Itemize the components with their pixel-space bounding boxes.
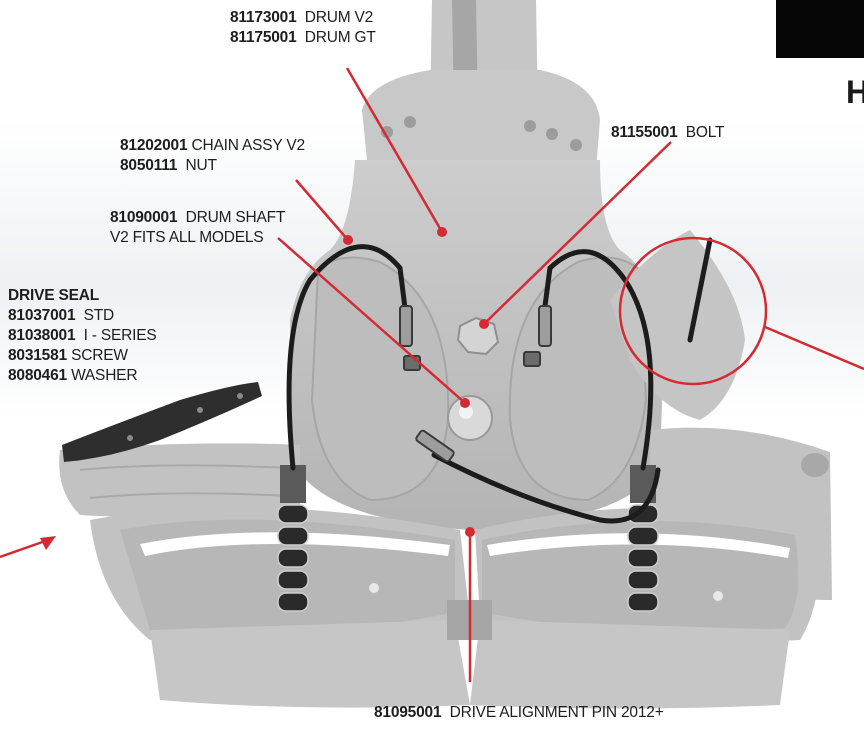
marker-bolt [479, 319, 489, 329]
part-desc: STD [84, 307, 114, 324]
part-number: 81202001 [120, 137, 187, 154]
callout-bolt: 81155001 BOLT [611, 123, 724, 143]
bolt-head [458, 318, 498, 354]
part-number: 81175001 [230, 29, 297, 46]
marker-pin [465, 527, 475, 537]
callout-drum: 81173001 DRUM V2 81175001 DRUM GT [230, 8, 376, 48]
part-number: 8031581 [8, 347, 67, 364]
callout-drive-seal: DRIVE SEAL 81037001 STD 81038001 I - SER… [8, 286, 157, 386]
callout-shaft: 81090001 DRUM SHAFT V2 FITS ALL MODELS [110, 208, 285, 248]
part-number: 8080461 [8, 367, 67, 384]
drum-shaft-hub [448, 396, 492, 440]
part-desc: BOLT [686, 124, 725, 141]
part-number: 81090001 [110, 209, 177, 226]
callout-chain: 81202001 CHAIN ASSY V2 8050111 NUT [120, 136, 305, 176]
part-desc: I - SERIES [84, 327, 157, 344]
marker-drum [437, 227, 447, 237]
part-number: 81155001 [611, 124, 678, 141]
part-number: 81037001 [8, 307, 75, 324]
leader-seal [0, 540, 48, 557]
part-desc: DRUM GT [305, 29, 376, 46]
callout-pin: 81095001 DRIVE ALIGNMENT PIN 2012+ [374, 703, 664, 723]
marker-shaft [460, 398, 470, 408]
part-number: 81038001 [8, 327, 75, 344]
part-desc: SCREW [71, 347, 128, 364]
part-desc: CHAIN ASSY V2 [191, 137, 304, 154]
heading-partial: H [846, 74, 864, 111]
part-desc: DRUM V2 [305, 9, 373, 26]
part-number: 8050111 [120, 157, 177, 174]
marker-chain [343, 235, 353, 245]
part-desc: DRIVE ALIGNMENT PIN 2012+ [450, 704, 664, 721]
header-black-box [776, 0, 864, 58]
part-number: 81173001 [230, 9, 297, 26]
part-desc: V2 FITS ALL MODELS [110, 229, 263, 246]
part-desc: DRUM SHAFT [186, 209, 286, 226]
callout-title: DRIVE SEAL [8, 287, 99, 304]
part-desc: NUT [185, 157, 216, 174]
part-number: 81095001 [374, 704, 441, 721]
part-desc: WASHER [71, 367, 137, 384]
